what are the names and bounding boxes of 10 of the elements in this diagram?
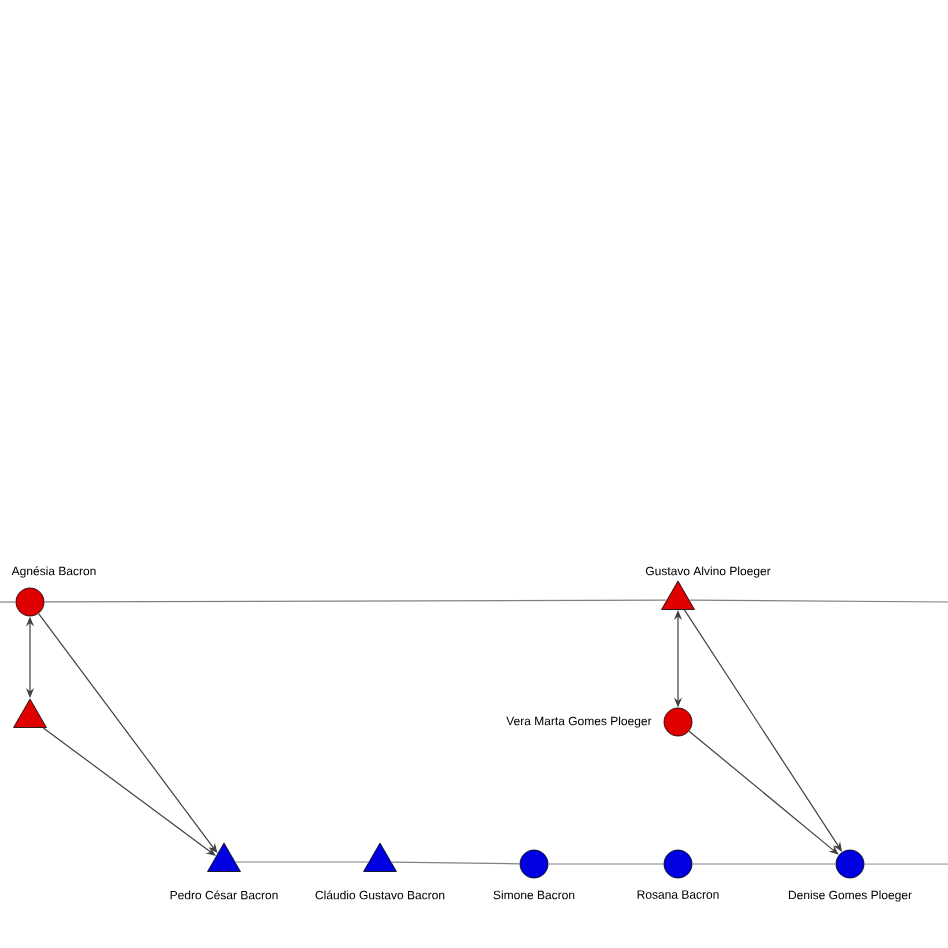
generation-line <box>547 863 665 865</box>
triangle-symbol <box>13 698 47 728</box>
generation-line <box>691 863 837 865</box>
generation-line <box>863 863 948 865</box>
generation-line <box>390 861 521 865</box>
generation-line <box>688 599 948 603</box>
generation-line <box>43 599 668 603</box>
arrow <box>688 730 839 855</box>
generation-line <box>234 861 370 863</box>
generation-line <box>0 601 17 603</box>
